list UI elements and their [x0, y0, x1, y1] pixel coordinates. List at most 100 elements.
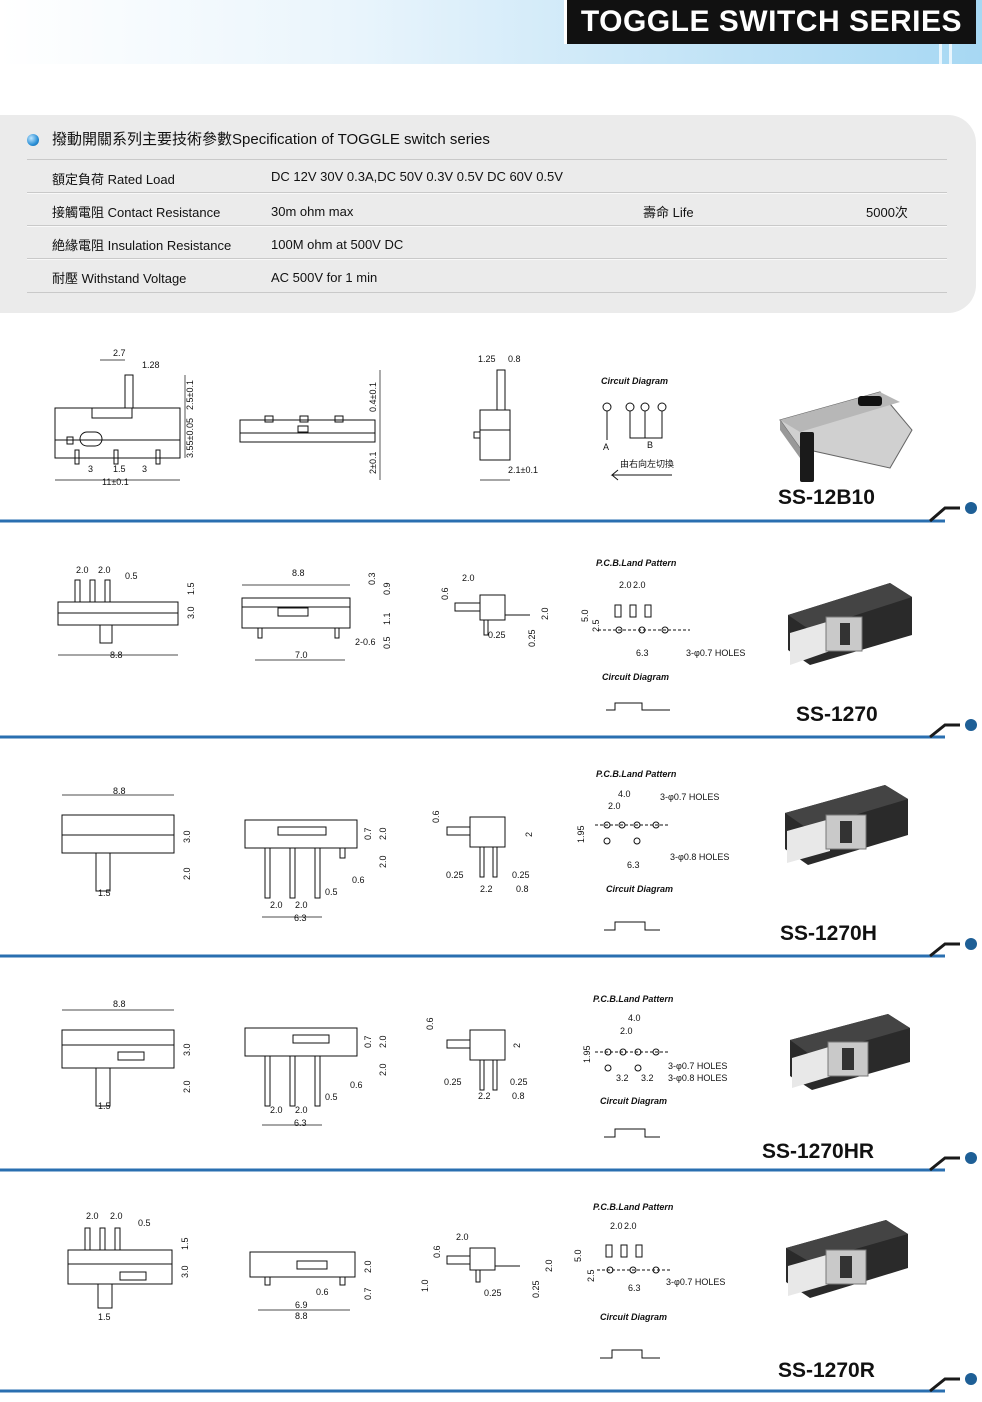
technical-drawing: 2.0 2.0 0.5 1.5 3.0 1.5 2.0 0.7 0.6 6.9 …	[0, 1211, 977, 1393]
dimension-label: 2.0	[462, 573, 475, 583]
dimension-label: 3.55±0.05	[185, 418, 195, 458]
dimension-labels: 2.7 1.28 3 1.5 3 11±0.1 2.5±0.1 3.55±0.0…	[88, 348, 674, 487]
dimension-label: 2.2	[478, 1091, 491, 1101]
technical-drawing: 2.7 1.28 3 1.5 3 11±0.1 2.5±0.1 3.55±0.0…	[0, 348, 977, 523]
bullet-icon	[27, 134, 39, 146]
dimension-label: 0.5	[325, 887, 338, 897]
dimension-label: 0.4±0.1	[368, 382, 378, 412]
dimension-label: 1.5	[98, 888, 111, 898]
dimension-label: 0.6	[440, 587, 450, 600]
spec-value: AC 500V for 1 min	[271, 270, 378, 285]
dimension-labels: 8.8 3.0 2.0 1.5 0.7 2.0 2.0 0.6 0.5 2.0 …	[98, 786, 729, 923]
dimension-label: 0.5	[138, 1218, 151, 1228]
dimension-label: 3.2	[616, 1073, 629, 1083]
dimension-label: 0.5	[382, 636, 392, 649]
spec-value: 30m ohm max	[271, 204, 354, 219]
dimension-label: 2.0	[610, 1221, 623, 1231]
product-section: 8.8 3.0 2.0 1.5 0.7 2.0 2.0 0.6 0.5 2.0 …	[0, 990, 982, 1185]
pcb-land-pattern-label: P.C.B.Land Pattern	[593, 994, 674, 1004]
dimension-label: 0.25	[444, 1077, 462, 1087]
dimension-labels: 8.8 3.0 2.0 1.5 0.7 2.0 2.0 0.6 0.5 2.0 …	[98, 999, 727, 1128]
dimension-label: 0.6	[425, 1017, 435, 1030]
dimension-label: 0.25	[527, 629, 537, 647]
switch-photo	[790, 1014, 910, 1090]
pcb-land-pattern-label: P.C.B.Land Pattern	[596, 558, 677, 568]
dimension-label: 2	[524, 832, 534, 837]
dimension-label: 2.0	[363, 1260, 373, 1273]
dimension-label: 1.95	[576, 825, 586, 843]
dimension-label: 2.5	[586, 1269, 596, 1282]
dimension-label: 3.0	[182, 1043, 192, 1056]
dimension-label: 0.6	[352, 875, 365, 885]
dimension-label: 2.0	[456, 1232, 469, 1242]
model-number: SS-12B10	[778, 486, 875, 509]
dimension-label: 6.9	[295, 1300, 308, 1310]
dimension-label: 2.0	[633, 580, 646, 590]
dimension-label: 3.2	[641, 1073, 654, 1083]
dimension-label: 6.3	[628, 1283, 641, 1293]
dimension-label: 0.25	[484, 1288, 502, 1298]
dimension-label: 1.25	[478, 354, 496, 364]
dimension-label: 2.0	[98, 565, 111, 575]
dimension-label: 0.25	[531, 1280, 541, 1298]
dimension-label: 0.9	[382, 582, 392, 595]
circuit-diagram-label: Circuit Diagram	[602, 672, 670, 682]
terminal-label: B	[647, 440, 653, 450]
dimension-labels: 2.0 2.0 0.5 1.5 3.0 1.5 2.0 0.7 0.6 6.9 …	[86, 1211, 725, 1322]
dimension-label: 8.8	[113, 999, 126, 1009]
switch-photo	[788, 583, 912, 665]
technical-drawing: 8.8 3.0 2.0 1.5 0.7 2.0 2.0 0.6 0.5 2.0 …	[0, 999, 977, 1172]
dimension-label: 2.0	[620, 1026, 633, 1036]
dimension-label: 8.8	[292, 568, 305, 578]
page-title: TOGGLE SWITCH SERIES	[563, 0, 976, 44]
dimension-label: 1.5	[180, 1237, 190, 1250]
dimension-label: 8.8	[113, 786, 126, 796]
dimension-label: 0.7	[363, 1287, 373, 1300]
dimension-label: 0.25	[510, 1077, 528, 1087]
dimension-label: 2.0	[86, 1211, 99, 1221]
dimension-label: 1.5	[98, 1101, 111, 1111]
dimension-label: 6.3	[636, 648, 649, 658]
dimension-label: 2.0	[378, 1035, 388, 1048]
dimension-label: 3.0	[180, 1265, 190, 1278]
spec-label: 壽命 Life	[643, 205, 694, 220]
dimension-label: 1.5	[98, 1312, 111, 1322]
dimension-label: 11±0.1	[102, 477, 129, 487]
holes-label: 3-φ0.7 HOLES	[668, 1061, 727, 1071]
pcb-land-pattern-label: P.C.B.Land Pattern	[593, 1202, 674, 1212]
dimension-label: 1.5	[186, 582, 196, 595]
dimension-label: 7.0	[295, 650, 308, 660]
dimension-label: 8.8	[295, 1311, 308, 1321]
spec-label: 耐壓 Withstand Voltage	[52, 271, 187, 286]
dimension-labels: 2.0 2.0 0.5 1.5 3.0 8.8 8.8 0.3 0.9 1.1 …	[76, 565, 745, 660]
holes-label: 3-φ0.7 HOLES	[660, 792, 719, 802]
holes-label: 3-φ0.7 HOLES	[686, 648, 745, 658]
dimension-label: 0.7	[363, 1035, 373, 1048]
model-number: SS-1270HR	[762, 1140, 875, 1163]
dimension-label: 3.0	[182, 830, 192, 843]
dimension-label: 2.0	[182, 1080, 192, 1093]
spec-label: 接觸電阻 Contact Resistance	[52, 205, 221, 220]
dimension-label: 0.7	[363, 827, 373, 840]
dimension-label: 2.1±0.1	[508, 465, 538, 475]
dimension-label: 1.95	[582, 1045, 592, 1063]
dimension-label: 2.0	[76, 565, 89, 575]
product-section: 2.7 1.28 3 1.5 3 11±0.1 2.5±0.1 3.55±0.0…	[0, 340, 982, 530]
dimension-label: 4.0	[618, 789, 631, 799]
technical-drawing: 8.8 3.0 2.0 1.5 0.7 2.0 2.0 0.6 0.5 2.0 …	[0, 785, 977, 958]
dimension-label: 2.0	[608, 801, 621, 811]
dimension-label: 2.0	[295, 900, 308, 910]
dimension-label: 0.8	[512, 1091, 525, 1101]
dimension-label: 2±0.1	[368, 452, 378, 474]
dimension-label: 0.6	[431, 810, 441, 823]
spec-label: 額定負荷 Rated Load	[52, 172, 175, 187]
spec-value: 5000次	[866, 205, 908, 220]
circuit-diagram-label: Circuit Diagram	[606, 884, 674, 894]
switch-photo	[785, 785, 908, 865]
spec-row: 耐壓 Withstand Voltage AC 500V for 1 min	[27, 258, 947, 293]
switch-photo	[786, 1220, 908, 1298]
dimension-label: 2.0	[182, 867, 192, 880]
dimension-label: 1.28	[142, 360, 160, 370]
dimension-label: 2.0	[540, 607, 550, 620]
terminal-label: A	[603, 442, 609, 452]
